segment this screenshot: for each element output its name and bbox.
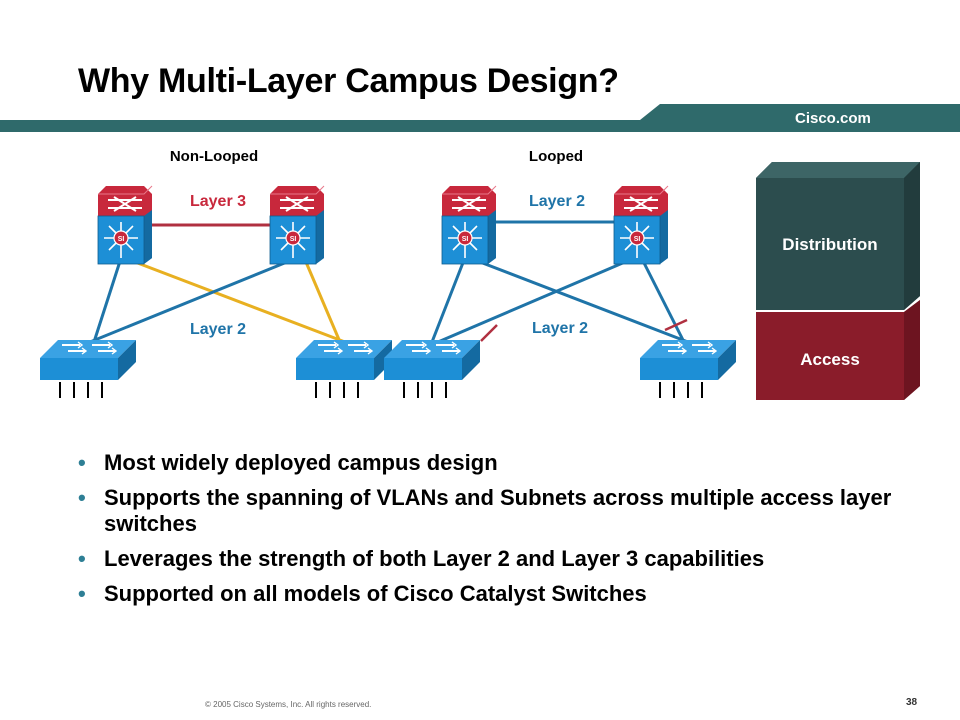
nonlooped-access-switch-left <box>39 339 137 399</box>
bullet-item: • Most widely deployed campus design <box>78 450 918 476</box>
looped-core-layer2-label: Layer 2 <box>529 193 585 210</box>
looped-access-switch-left <box>383 339 481 399</box>
bullet-dot: • <box>78 546 86 571</box>
looped-dist-switch-right <box>613 185 669 265</box>
looped-access-layer2-label: Layer 2 <box>532 320 588 337</box>
bullet-item: • Leverages the strength of both Layer 2 … <box>78 546 918 572</box>
slide-title: Why Multi-Layer Campus Design? <box>78 62 619 100</box>
looped-dist-switch-left <box>441 185 497 265</box>
distribution-label: Distribution <box>782 235 877 254</box>
nonlooped-access-switch-right <box>295 339 393 399</box>
nonlooped-dist-switch-right <box>269 185 325 265</box>
page-number: 38 <box>906 697 918 708</box>
nonlooped-layer3-label: Layer 3 <box>190 193 246 210</box>
looped-label: Looped <box>529 148 583 165</box>
looped-link-d <box>638 254 686 343</box>
bullet-text: Most widely deployed campus design <box>104 450 498 475</box>
looped-link-a <box>430 254 468 343</box>
bullet-dot: • <box>78 485 86 510</box>
network-diagram: SI Non-Looped Looped Layer 3 Layer 2 Lay… <box>39 148 920 400</box>
bullet-text: Leverages the strength of both Layer 2 a… <box>104 546 765 571</box>
bullet-item: • Supported on all models of Cisco Cataly… <box>78 581 918 607</box>
looped-link-b <box>479 260 689 344</box>
copyright-notice: © 2005 Cisco Systems, Inc. All rights re… <box>205 700 372 709</box>
bullet-dot: • <box>78 581 86 606</box>
nonlooped-label: Non-Looped <box>170 148 258 165</box>
nonlooped-link-d <box>301 254 342 343</box>
access-label: Access <box>800 350 860 369</box>
looped-link-c <box>437 260 626 344</box>
nonlooped-dist-switch-left <box>97 185 153 265</box>
brand-logo-text: Cisco.com <box>795 110 871 127</box>
access-layer-block <box>756 300 920 400</box>
bullet-text: Supports the spanning of VLANs and Subne… <box>104 485 892 536</box>
nonlooped-link-a <box>92 254 124 343</box>
distribution-layer-block <box>756 162 920 310</box>
brand-bar <box>0 104 960 132</box>
nonlooped-link-c <box>89 260 288 344</box>
nonlooped-link-b <box>134 260 346 344</box>
nonlooped-layer2-label: Layer 2 <box>190 321 246 338</box>
bullet-dot: • <box>78 450 86 475</box>
blocked-port-mark-right <box>664 318 688 332</box>
bullet-text: Supported on all models of Cisco Catalys… <box>104 581 647 606</box>
blocked-port-mark-left <box>480 324 498 342</box>
bullet-item: • Supports the spanning of VLANs and Subn… <box>78 485 918 537</box>
bullet-list: • Most widely deployed campus design • Sup… <box>78 450 918 616</box>
looped-access-switch-right <box>639 339 737 399</box>
